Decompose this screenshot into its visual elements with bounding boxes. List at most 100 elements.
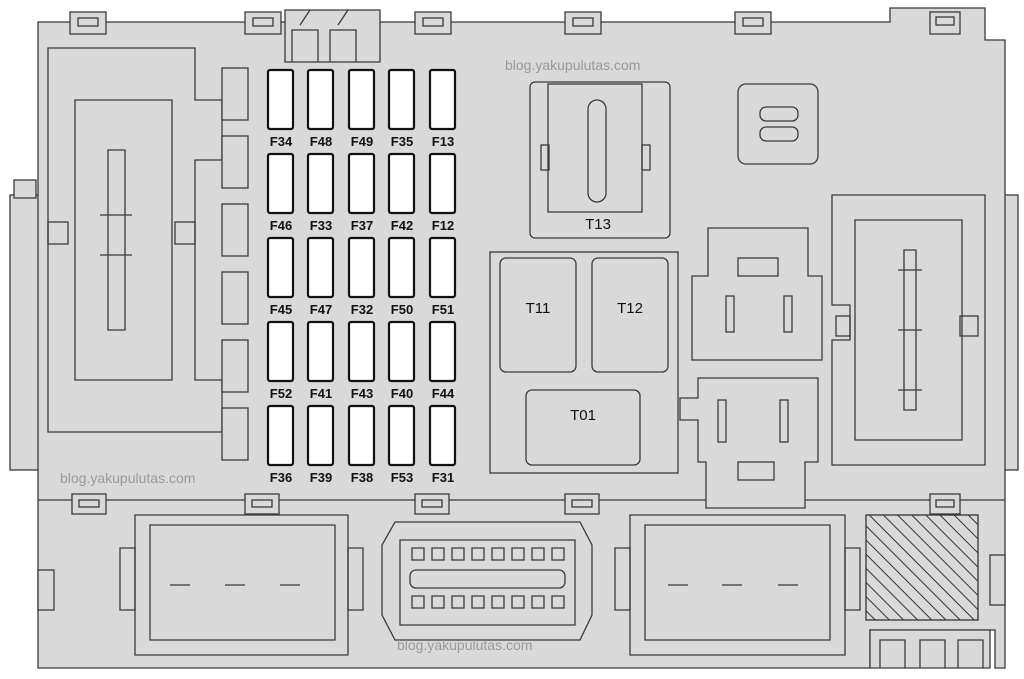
connector-left [119,514,364,656]
fuse-slot[interactable] [347,320,376,383]
fuse-slot[interactable] [428,236,457,299]
fuse-f46[interactable]: F46 [266,152,295,233]
fuse-f51[interactable]: F51 [428,236,457,317]
fuse-slot[interactable] [387,236,416,299]
fuse-slot[interactable] [306,152,335,215]
fuse-label: F51 [432,302,454,317]
fuse-label: F49 [351,134,373,149]
bottom-right-connector [869,629,991,669]
fuse-f43[interactable]: F43 [347,320,376,401]
fuse-label: F34 [270,134,293,149]
small-relay-socket [737,83,819,165]
fuse-f32[interactable]: F32 [347,236,376,317]
left-bottom-tab [37,569,55,611]
top-clips [69,11,961,35]
fuse-f50[interactable]: F50 [387,236,416,317]
fuse-f39[interactable]: F39 [306,404,335,485]
relay-t12[interactable]: T12 [591,257,669,373]
fuse-slot[interactable] [347,404,376,467]
connector-right [614,514,861,656]
relay-socket-upper [691,227,823,361]
fuse-slot[interactable] [266,404,295,467]
fuse-f33[interactable]: F33 [306,152,335,233]
fuse-f38[interactable]: F38 [347,404,376,485]
fuse-label: F36 [270,470,292,485]
fuse-label: F44 [432,386,455,401]
relay-label-t01: T01 [570,407,596,424]
fuse-slot[interactable] [306,320,335,383]
fuse-label: F33 [310,218,332,233]
fuse-slot[interactable] [266,152,295,215]
fuse-f31[interactable]: F31 [428,404,457,485]
fuse-f45[interactable]: F45 [266,236,295,317]
fuse-label: F37 [351,218,373,233]
hatched-area [865,514,979,621]
fuse-slot[interactable] [306,68,335,131]
fuse-f47[interactable]: F47 [306,236,335,317]
fuse-label: F43 [351,386,373,401]
fuse-label: F32 [351,302,373,317]
fuse-label: F35 [391,134,413,149]
fuse-label: F53 [391,470,413,485]
fuse-f42[interactable]: F42 [387,152,416,233]
watermark: blog.yakupulutas.com [505,57,640,73]
fuse-slot[interactable] [306,236,335,299]
fuse-label: F13 [432,134,454,149]
fuse-f36[interactable]: F36 [266,404,295,485]
obd-connector [381,521,593,641]
fuse-label: F50 [391,302,413,317]
fuse-slot[interactable] [428,152,457,215]
relay-label-t13: T13 [585,216,611,233]
fuse-slot[interactable] [428,320,457,383]
fuse-slot[interactable] [428,68,457,131]
relay-t01[interactable]: T01 [525,389,641,466]
fuse-slot[interactable] [266,320,295,383]
fuse-f52[interactable]: F52 [266,320,295,401]
fuse-label: F12 [432,218,454,233]
right-bottom-tab [989,554,1006,606]
fuse-slot[interactable] [266,236,295,299]
relay-socket-lower [679,377,819,509]
fuse-slot[interactable] [266,68,295,131]
fuse-slot[interactable] [387,320,416,383]
fuse-f49[interactable]: F49 [347,68,376,149]
left-side-tab [13,179,37,199]
fuse-f37[interactable]: F37 [347,152,376,233]
watermark: blog.yakupulutas.com [397,637,532,653]
fuse-f53[interactable]: F53 [387,404,416,485]
fuse-label: F46 [270,218,292,233]
fuse-f35[interactable]: F35 [387,68,416,149]
fuse-f34[interactable]: F34 [266,68,295,149]
fuse-slot[interactable] [387,152,416,215]
top-connector [284,9,381,63]
fuse-label: F42 [391,218,413,233]
fuse-label: F45 [270,302,292,317]
left-side-connector [9,194,41,471]
side-slots [221,67,249,461]
fuse-slot[interactable] [347,68,376,131]
fuse-f44[interactable]: F44 [428,320,457,401]
fuse-label: F48 [310,134,332,149]
fuse-f48[interactable]: F48 [306,68,335,149]
fuse-slot[interactable] [306,404,335,467]
relay-t13[interactable]: T13 [529,81,671,239]
fuse-slot[interactable] [387,404,416,467]
left-relay-block [47,47,223,433]
fuse-f40[interactable]: F40 [387,320,416,401]
bottom-clips [71,493,961,515]
relay-label-t11: T11 [526,300,551,317]
fuse-label: F31 [432,470,454,485]
fuse-label: F41 [310,386,332,401]
fuse-label: F38 [351,470,373,485]
fuse-slot[interactable] [428,404,457,467]
fuse-f13[interactable]: F13 [428,68,457,149]
relay-t11[interactable]: T11 [499,257,577,373]
fuse-slot[interactable] [347,236,376,299]
fuse-f12[interactable]: F12 [428,152,457,233]
fuse-slot[interactable] [347,152,376,215]
fuse-f41[interactable]: F41 [306,320,335,401]
watermark: blog.yakupulutas.com [60,470,195,486]
fuse-slot[interactable] [387,68,416,131]
